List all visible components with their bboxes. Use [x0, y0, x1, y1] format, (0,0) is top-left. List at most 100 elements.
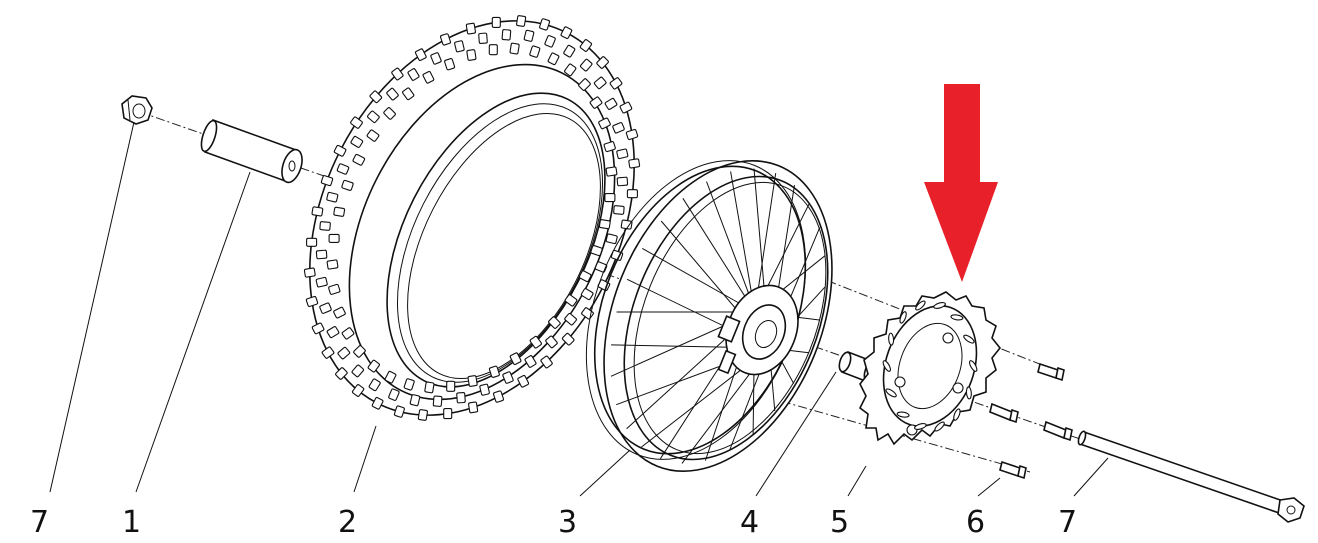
callout-axle: 7 [1058, 505, 1077, 540]
tread-knob [517, 374, 530, 388]
spoke [730, 171, 756, 313]
tread-knob [547, 52, 560, 66]
tread-knob [619, 101, 633, 114]
axle-shaft [1077, 430, 1305, 523]
tread-knob [492, 390, 505, 403]
tread-knob [545, 335, 558, 349]
tread-knob [424, 381, 435, 394]
callout-bolt: 6 [966, 505, 985, 540]
tread-knob [414, 48, 427, 62]
tread-knob [589, 96, 603, 109]
callout-numbers: 7 1 2 3 4 5 6 7 [30, 505, 1077, 540]
tread-knob [605, 233, 618, 245]
tread-knob [564, 294, 578, 307]
tread-knob [616, 148, 629, 160]
tread-knob [465, 22, 476, 35]
tread-knob [333, 306, 346, 319]
wheel-hub [717, 284, 799, 376]
tread-knob [598, 117, 611, 130]
callout-hub-spacer: 4 [740, 505, 759, 540]
disc-slot [965, 386, 972, 400]
tread-knob [561, 332, 575, 346]
tread-knob [384, 370, 397, 384]
leader-lines [49, 121, 1109, 497]
tread-knob [612, 122, 625, 134]
wheel-rim [585, 160, 833, 472]
tread-knob [315, 249, 328, 260]
tread-knob [579, 39, 593, 52]
tread-knob [367, 359, 380, 373]
tread-knob [388, 388, 400, 401]
tread-knob [407, 68, 420, 81]
tread-knob [502, 371, 514, 384]
tread-knob [509, 352, 522, 366]
tread-knob [430, 52, 442, 65]
disc-bolt-middle [989, 402, 1073, 442]
tread-knob [311, 206, 324, 217]
tread-knob [409, 394, 421, 407]
tread-knob [544, 35, 556, 48]
tread-knob [620, 219, 633, 230]
disc-slot [933, 302, 946, 309]
tread-knob [335, 367, 348, 380]
tread-knob [341, 179, 354, 191]
disc-slot [888, 332, 895, 346]
tread-knob [391, 67, 404, 81]
tread-knob [328, 283, 341, 295]
tread-knob [353, 345, 366, 358]
tire-tread-knobs [303, 15, 641, 421]
bolt-center-line-upper [779, 261, 1061, 373]
tread-knob [446, 380, 456, 392]
disc-bolt-lower [999, 460, 1027, 480]
disc-bolt-upper [1037, 362, 1065, 382]
tread-knob [341, 327, 355, 340]
tread-knob [367, 110, 380, 124]
tread-knob [548, 316, 561, 329]
tread-knob [626, 189, 638, 199]
tread-knob [371, 396, 384, 410]
tread-knob [402, 87, 415, 101]
brake-disc-slots [882, 300, 978, 432]
disc-slot [953, 408, 961, 421]
tread-knob [368, 378, 381, 392]
tread-knob [336, 163, 350, 175]
tread-knob [351, 364, 365, 378]
tread-knob [305, 295, 319, 308]
tread-knob [383, 107, 396, 120]
spoke [682, 198, 756, 313]
tread-knob [523, 29, 535, 42]
disc-slot [896, 411, 910, 418]
tread-knob [432, 395, 443, 407]
tread-knob [580, 288, 594, 301]
tread-knob [456, 391, 466, 404]
tread-knob [628, 158, 641, 169]
tread-knob [625, 128, 639, 141]
tread-knob [443, 408, 453, 420]
tread-knob [564, 63, 577, 77]
tread-knob [417, 409, 428, 421]
tread-knob [516, 15, 527, 27]
tread-knob [444, 58, 456, 71]
callout-spacer: 1 [122, 505, 141, 540]
tire [303, 15, 641, 421]
tread-knob [563, 44, 576, 58]
tread-knob [529, 45, 541, 58]
tread-knob [454, 40, 465, 53]
disc-slot [963, 334, 975, 344]
tread-knob [320, 175, 334, 187]
tread-knob [596, 56, 609, 69]
tread-knob [613, 205, 625, 215]
tread-knob [422, 70, 435, 84]
tread-knob [501, 29, 512, 41]
spoke [642, 247, 756, 313]
callout-brake-disc: 5 [830, 505, 849, 540]
tread-knob [509, 42, 520, 55]
callout-tire: 2 [338, 505, 357, 540]
disc-slot [914, 423, 927, 430]
tread-knob [598, 219, 611, 230]
tread-knob [326, 326, 340, 339]
tread-knob [488, 365, 500, 378]
tread-knob [366, 129, 380, 142]
tread-knob [529, 335, 542, 349]
